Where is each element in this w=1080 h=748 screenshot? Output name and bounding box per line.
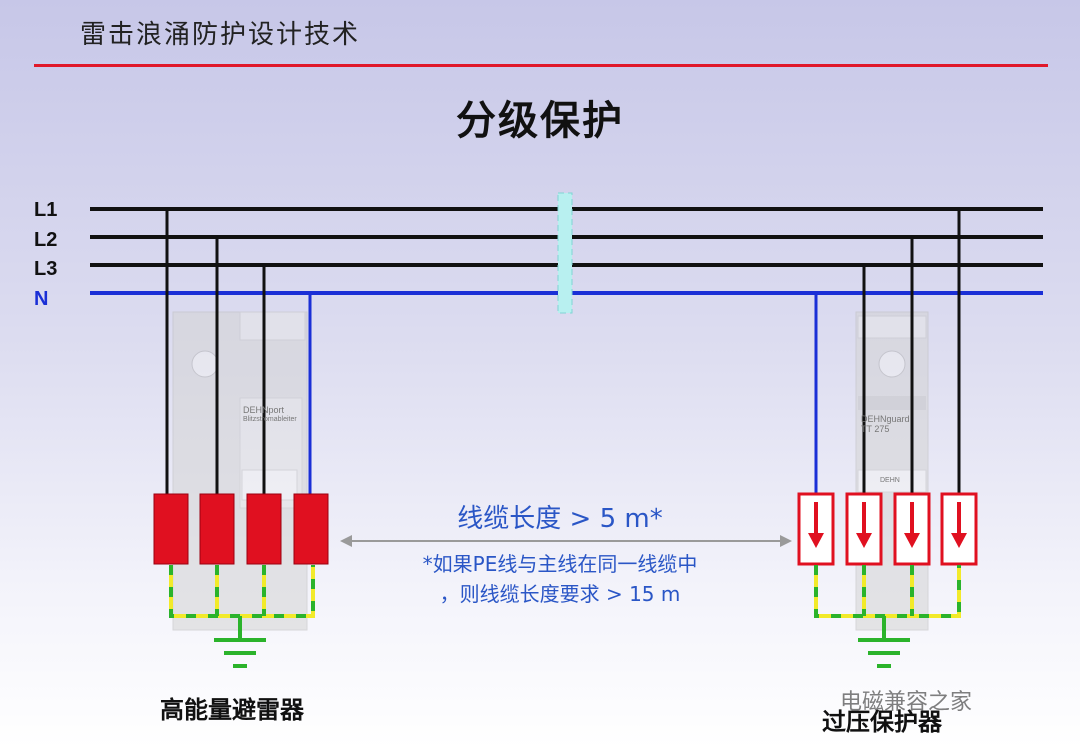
distance-arrow — [340, 535, 792, 547]
line-label-n: N — [34, 288, 49, 310]
distance-label: 线缆长度 > 5 m* — [457, 504, 663, 534]
right-protector-modules — [797, 492, 978, 566]
doc-title: 雷击浪涌防护设计技术 — [80, 20, 361, 50]
left-device-housing — [172, 311, 308, 631]
distance-note-line2: ，则线缆长度要求 > 15 m — [439, 582, 681, 606]
right-pe-wiring — [814, 565, 961, 640]
cable-break-marker — [557, 192, 573, 314]
left-arrester-modules — [153, 493, 329, 565]
title-rule — [34, 64, 1048, 67]
line-label-l1: L1 — [34, 199, 58, 221]
watermark: 电磁兼容之家 — [840, 690, 973, 715]
right-device-caption: 过压保护器 — [822, 708, 942, 736]
left-device-caption: 高能量避雷器 — [160, 696, 304, 724]
left-ground-icon — [214, 638, 266, 668]
right-device-brand: DEHNguard TT 275 — [861, 414, 910, 434]
right-device-housing — [855, 311, 929, 631]
distance-note-line1: *如果PE线与主线在同一线缆中 — [422, 552, 698, 576]
left-device-brand: DEHNport Blitzstromableiter — [243, 405, 297, 423]
line-label-l2: L2 — [34, 229, 58, 251]
right-ground-icon — [858, 638, 910, 668]
distance-note: *如果PE线与主线在同一线缆中 ，则线缆长度要求 > 15 m — [380, 549, 740, 609]
left-pe-wiring — [169, 565, 315, 640]
slide-title: 分级保护 — [456, 98, 624, 144]
right-device-small-text: DEHN — [880, 477, 900, 484]
line-label-l3: L3 — [34, 258, 58, 280]
